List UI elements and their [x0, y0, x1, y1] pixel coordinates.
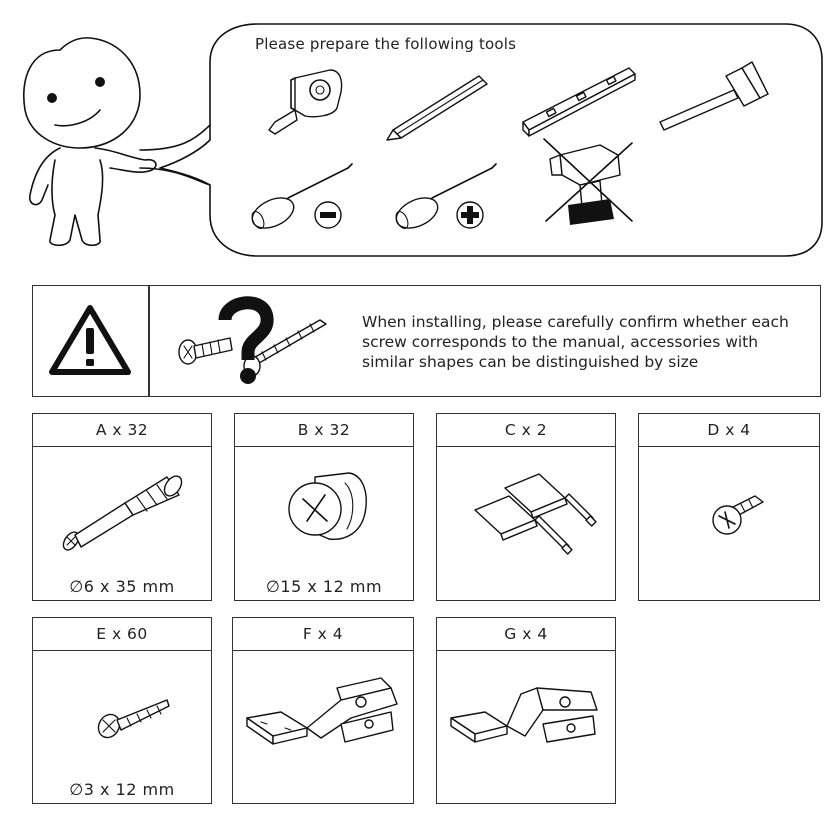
- phillips-screwdriver-icon: [395, 163, 497, 229]
- tape-measure-icon: [268, 69, 343, 135]
- cabinet-hinge-icon: [246, 677, 398, 745]
- part-card-e: E x 60 ∅3 x 12 mm: [32, 617, 212, 804]
- warning-box: [32, 285, 821, 397]
- part-e-size: ∅3 x 12 mm: [69, 780, 175, 799]
- screws-question-mark-icon: [178, 296, 327, 384]
- part-card-g: G x 4: [436, 617, 616, 804]
- tools-title: Please prepare the following tools: [255, 35, 517, 53]
- spirit-level-icon: [522, 67, 636, 137]
- part-card-f: F x 4: [232, 617, 414, 804]
- warning-text: When installing, please carefully confir…: [362, 313, 789, 371]
- part-b-label: B x 32: [235, 414, 413, 447]
- flathead-screwdriver-icon: [251, 163, 353, 229]
- warning-triangle-icon: [49, 305, 131, 375]
- hammer-icon: [659, 61, 769, 131]
- flat-head-screw-icon: [712, 495, 764, 535]
- wood-screw-icon: [97, 699, 170, 739]
- part-e-label: E x 60: [33, 618, 211, 651]
- part-b-size: ∅15 x 12 mm: [265, 577, 383, 596]
- part-a-label: A x 32: [33, 414, 211, 447]
- part-a-size: ∅6 x 35 mm: [69, 577, 175, 596]
- part-d-label: D x 4: [639, 414, 819, 447]
- warning-divider: [148, 285, 150, 397]
- part-g-label: G x 4: [437, 618, 615, 651]
- part-card-a: A x 32 ∅6 x 35 mm: [32, 413, 212, 601]
- cabinet-hinge-icon: [450, 687, 598, 743]
- part-card-d: D x 4: [638, 413, 820, 601]
- part-card-c: C x 2: [436, 413, 616, 601]
- speech-bubble: [159, 23, 823, 257]
- magnetic-catch-icon: [474, 473, 597, 555]
- power-drill-not-allowed-icon: [543, 138, 633, 225]
- pencil-icon: [386, 75, 488, 141]
- cam-dowel-icon: [62, 475, 183, 551]
- part-f-label: F x 4: [233, 618, 413, 651]
- part-card-b: B x 32 ∅15 x 12 mm: [234, 413, 414, 601]
- part-c-label: C x 2: [437, 414, 615, 447]
- cam-lock-icon: [288, 472, 367, 540]
